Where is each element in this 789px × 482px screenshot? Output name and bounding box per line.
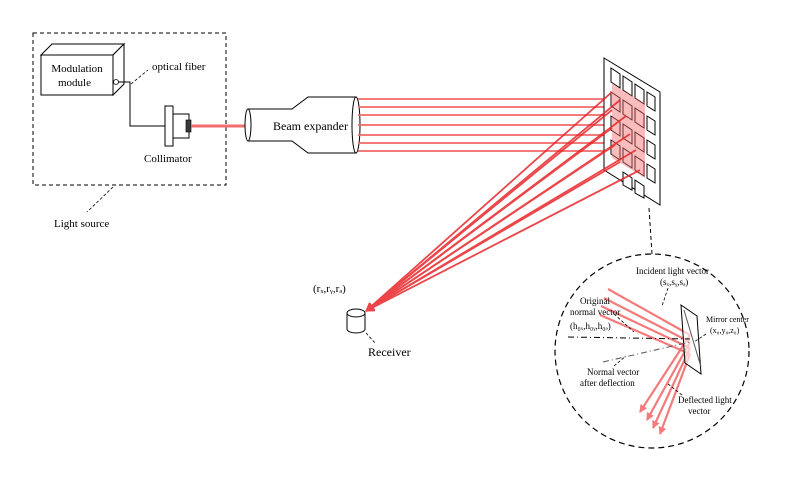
mirror-center-coords-label: (x₀,y₀,z₀) (710, 326, 740, 335)
expanded-beams (358, 95, 619, 155)
dmd-mirror-array (603, 57, 661, 206)
mirror-center-leader (693, 333, 707, 343)
original-normal-label-line1: Original (580, 296, 610, 306)
zoom-deflected-beams (639, 334, 692, 435)
illuminated-region (612, 84, 645, 178)
light-source-label: Light source (54, 218, 109, 230)
original-normal-leader (613, 313, 635, 333)
beam-expander: Beam expander (244, 96, 361, 154)
modulation-module: Modulation module (39, 42, 126, 97)
original-normal-line (567, 336, 691, 340)
fiber-leader (130, 69, 149, 85)
receiver-leader (365, 332, 377, 345)
zoom-mirror-deflected (683, 309, 702, 368)
optical-fiber (118, 81, 169, 127)
deflected-label-line2: vector (688, 406, 711, 416)
collimator-lens (185, 119, 192, 133)
original-normal-label-line2: normal vector (570, 307, 620, 317)
deflected-label-line1: Deflected light (678, 395, 732, 405)
normal-after-label-line2: after deflection (580, 378, 635, 388)
fiber-port-icon (113, 79, 119, 85)
light-source-leader (86, 186, 114, 213)
normal-after-label-line1: Normal vector (587, 367, 639, 377)
zoom-mirror (680, 304, 702, 375)
zoom-circle (554, 253, 750, 449)
light-source-group: Modulation module optical fiber Collimat… (32, 32, 227, 230)
zoom-incident-beams (599, 288, 691, 356)
reflected-beams (365, 91, 641, 312)
original-normal-coords-label: (h₀ₓ,h₀ᵧ,h₀ₔ) (570, 321, 611, 332)
incident-leader (661, 287, 669, 307)
receiver-label: Receiver (368, 345, 411, 359)
normal-after-leader (613, 355, 627, 367)
deflected-leader (667, 383, 683, 396)
beam-expander-label: Beam expander (273, 119, 348, 133)
zoom-connector (648, 207, 653, 255)
micro-mirrors (610, 67, 656, 199)
mirror-center-label: Mirror center (706, 315, 749, 324)
receiver-coords-label: (rₓ,rᵧ,rₔ) (313, 283, 346, 295)
collimator: Collimator (144, 105, 192, 165)
incident-vector-label: Incident light vector (636, 266, 709, 276)
collimator-label: Collimator (144, 153, 192, 165)
modulation-label-line1: Modulation (51, 63, 103, 75)
modulation-label-line2: module (58, 77, 91, 89)
deflected-normal-line (602, 341, 691, 363)
incident-coords-label: (sₓ,sᵧ,sₔ) (660, 277, 688, 288)
receiver: (rₓ,rᵧ,rₔ) Receiver (313, 283, 411, 359)
light-source-box (32, 32, 227, 186)
zoom-detail (567, 288, 702, 435)
optical-fiber-label: optical fiber (152, 61, 206, 73)
